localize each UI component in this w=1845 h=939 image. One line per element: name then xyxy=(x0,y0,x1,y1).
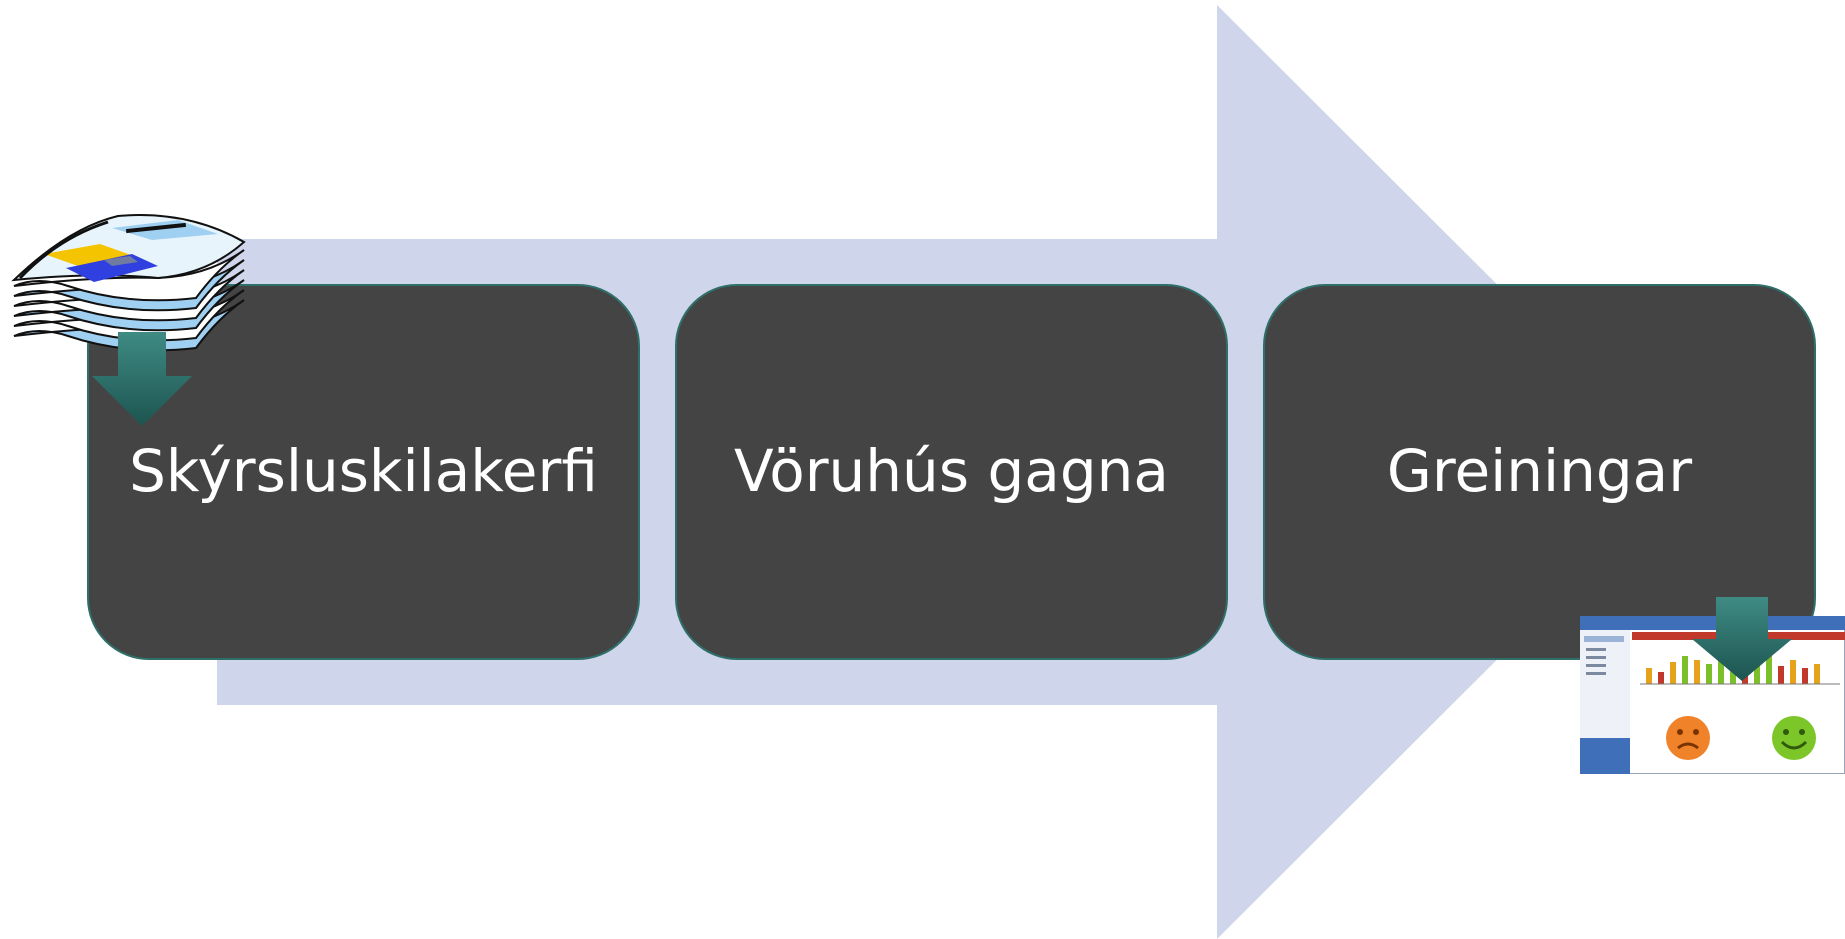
down-arrow-icon xyxy=(92,332,192,426)
stacked-documents-icon xyxy=(11,214,246,352)
stage-label-data-warehouse: Vöruhús gagna xyxy=(734,437,1169,505)
sad-face-icon xyxy=(1666,716,1710,760)
stage-box-data-warehouse: Vöruhús gagna xyxy=(675,284,1228,660)
stage-label-analytics: Greiningar xyxy=(1386,437,1693,505)
down-arrow-icon xyxy=(1692,597,1792,681)
happy-face-icon xyxy=(1772,716,1816,760)
stage-label-reporting-system: Skýrsluskilakerfi xyxy=(129,437,598,505)
